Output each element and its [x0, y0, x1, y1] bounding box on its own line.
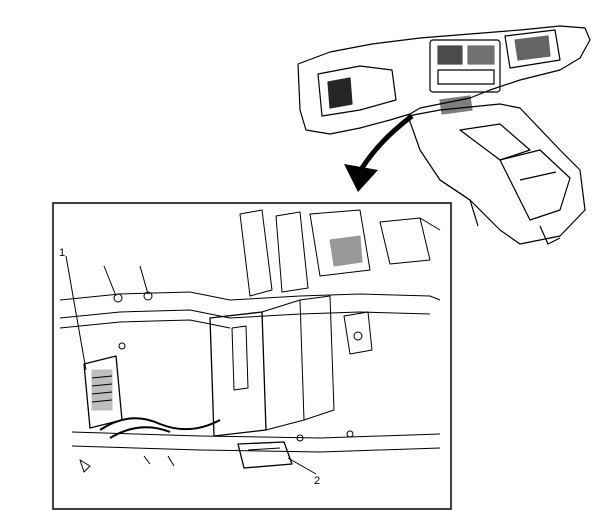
leader-line-1: [65, 255, 87, 371]
detail-frame: [52, 202, 452, 510]
overview-instrument-panel: [297, 25, 591, 245]
detail-view: [59, 209, 441, 475]
callout-1: 1: [59, 247, 65, 259]
leader-line-2: [287, 457, 317, 475]
zoom-arrow: [344, 114, 414, 192]
callout-2: 2: [314, 475, 320, 487]
